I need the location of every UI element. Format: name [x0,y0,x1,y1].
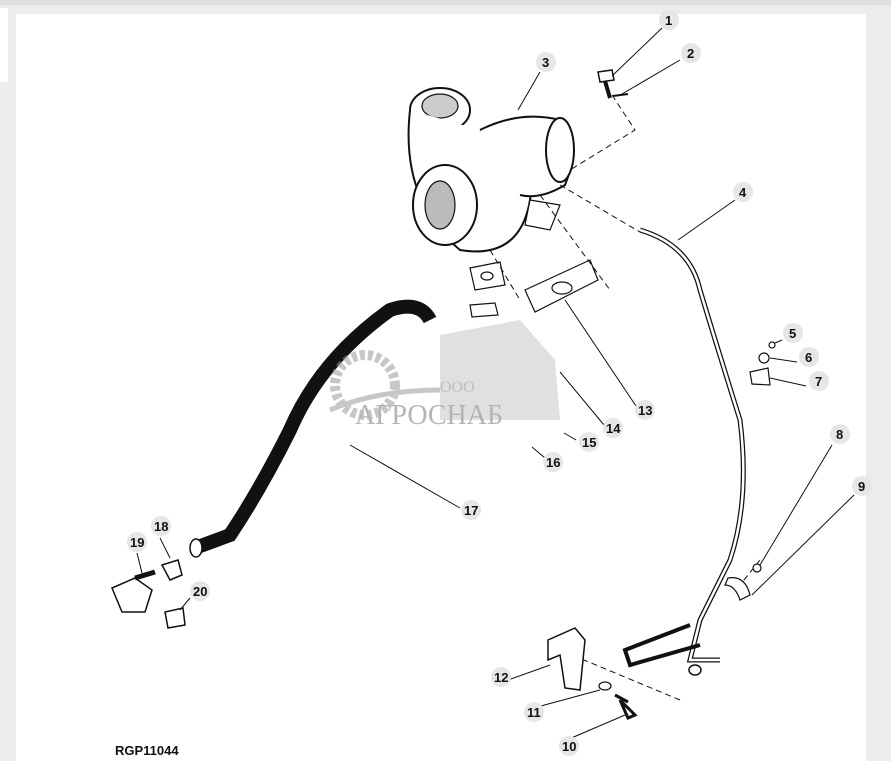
callout-bubble [852,476,872,496]
callout-2: 2 [681,43,701,63]
callout-number: 1 [665,13,672,28]
callout-number: 7 [815,374,822,389]
callout-number: 12 [494,670,508,685]
left-panel [0,8,8,82]
callout-number: 8 [836,427,843,442]
turbocharger [407,87,575,253]
callout-4: 4 [733,182,753,202]
callout-15: 15 [579,432,599,452]
callout-bubble [635,400,655,420]
callout-bubble [783,323,803,343]
callout-17: 17 [461,500,481,520]
callout-bubble [799,347,819,367]
callout-20: 20 [190,581,210,601]
callout-18: 18 [151,516,171,536]
callout-7: 7 [809,371,829,391]
watermark-prefix: ООО [440,379,475,396]
callout-19: 19 [127,532,147,552]
callout-13: 13 [635,400,655,420]
callout-number: 16 [546,455,560,470]
callout-bubble [559,736,579,756]
callout-number: 15 [582,435,596,450]
callout-12: 12 [491,667,511,687]
callout-bubble [461,500,481,520]
callout-number: 20 [193,584,207,599]
callout-bubble [830,424,850,444]
callout-14: 14 [603,418,623,438]
callout-9: 9 [852,476,872,496]
reference-code: RGP11044 [115,743,179,758]
callout-bubble [524,702,544,722]
callout-number: 11 [527,705,541,720]
callout-number: 3 [542,55,549,70]
callout-3: 3 [536,52,556,72]
callout-number: 10 [562,739,576,754]
callout-bubble [733,182,753,202]
callout-10: 10 [559,736,579,756]
callout-number: 13 [638,403,652,418]
callout-bubble [659,10,679,30]
callout-8: 8 [830,424,850,444]
callout-bubble [579,432,599,452]
callout-5: 5 [783,323,803,343]
watermark-brand: АГРОСНАБ [355,400,503,431]
callout-number: 2 [687,46,694,61]
callout-number: 5 [789,326,796,341]
callout-number: 6 [805,350,812,365]
watermark-logo: ООО АГРОСНАБ [329,320,560,431]
callout-number: 19 [130,535,144,550]
callout-bubble [809,371,829,391]
callout-11: 11 [524,702,544,722]
callout-16: 16 [543,452,563,472]
callout-bubble [543,452,563,472]
callout-number: 17 [464,503,478,518]
callout-number: 9 [858,479,865,494]
callout-bubble [681,43,701,63]
top-bar [0,0,891,5]
callout-bubble [190,581,210,601]
gasket-flange [524,259,599,313]
callout-bubble [151,516,171,536]
callout-bubble [536,52,556,72]
callout-number: 14 [606,421,621,436]
callout-number: 4 [739,185,747,200]
callout-bubble [491,667,511,687]
callout-1: 1 [659,10,679,30]
gasket-small [469,261,506,291]
callout-bubble [603,418,623,438]
callout-number: 18 [154,519,168,534]
callout-6: 6 [799,347,819,367]
callout-bubble [127,532,147,552]
